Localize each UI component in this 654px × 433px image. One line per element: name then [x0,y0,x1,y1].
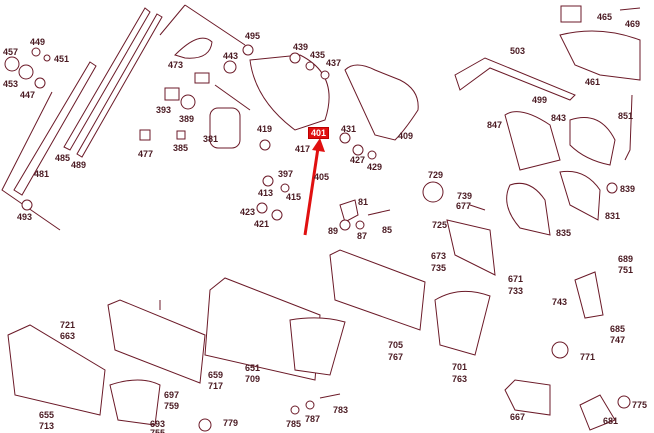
part-label[interactable]: 743 [552,297,568,307]
part-label[interactable]: 721 [60,320,76,330]
part-label[interactable]: 457 [3,47,19,57]
part-label[interactable]: 759 [164,401,180,411]
part-label[interactable]: 717 [208,381,224,391]
part-label[interactable]: 689 [618,254,634,264]
part-label[interactable]: 733 [508,286,524,296]
highlighted-part-label[interactable]: 401 [307,127,330,139]
part-label[interactable]: 787 [305,414,321,424]
part-label[interactable]: 677 [456,201,472,211]
part-label[interactable]: 835 [556,228,572,238]
part-label[interactable]: 659 [208,370,224,380]
part-label[interactable]: 831 [605,211,621,221]
part-label[interactable]: 485 [55,153,71,163]
part-label[interactable]: 843 [551,113,567,123]
part-label[interactable]: 423 [240,207,256,217]
part-label[interactable]: 693 [150,419,166,429]
part-label[interactable]: 783 [333,405,349,415]
part-label[interactable]: 435 [310,50,326,60]
part-label[interactable]: 473 [168,60,184,70]
part-label[interactable]: 469 [625,19,641,29]
part-label[interactable]: 409 [398,131,414,141]
part-label[interactable]: 739 [457,191,473,201]
part-label[interactable]: 747 [610,335,626,345]
part-label[interactable]: 81 [358,197,369,207]
part-label[interactable]: 499 [532,95,548,105]
part-label[interactable]: 417 [295,144,311,154]
part-label[interactable]: 481 [34,169,50,179]
part-label[interactable]: 431 [341,124,357,134]
part-label[interactable]: 385 [173,143,189,153]
part-label[interactable]: 493 [17,212,33,222]
part-label[interactable]: 405 [314,172,330,182]
part-label[interactable]: 763 [452,374,468,384]
part-label[interactable]: 751 [618,265,634,275]
part-label[interactable]: 713 [39,421,55,431]
part-label[interactable]: 685 [610,324,626,334]
part-label[interactable]: 667 [510,412,526,422]
part-label[interactable]: 397 [278,169,294,179]
part-label[interactable]: 85 [382,225,393,235]
part-label[interactable]: 381 [203,134,219,144]
part-label[interactable]: 421 [254,219,270,229]
part-label[interactable]: 89 [328,226,339,236]
part-label[interactable]: 419 [257,124,273,134]
wiper-motor-drawing [139,4,419,231]
part-label[interactable]: 393 [156,105,172,115]
part-label[interactable]: 413 [258,188,274,198]
part-label[interactable]: 429 [367,162,383,172]
part-label[interactable]: 663 [60,331,76,341]
part-label[interactable]: 415 [286,192,302,202]
part-label[interactable]: 697 [164,390,180,400]
part-label[interactable]: 465 [597,12,613,22]
part-label[interactable]: 851 [618,111,634,121]
part-label[interactable]: 451 [54,54,70,64]
part-label[interactable]: 489 [71,160,87,170]
part-label[interactable]: 439 [293,42,309,52]
part-label[interactable]: 477 [138,149,154,159]
part-label[interactable]: 709 [245,374,261,384]
part-label[interactable]: 847 [487,120,503,130]
part-label[interactable]: 779 [223,418,239,428]
part-label[interactable]: 427 [350,155,366,165]
highlight-arrow [303,138,325,236]
wiper-blade-drawing [1,7,163,231]
part-label[interactable]: 755 [150,428,166,433]
part-label[interactable]: 453 [3,79,19,89]
part-label[interactable]: 503 [510,46,526,56]
part-label[interactable]: 673 [431,251,447,261]
part-label[interactable]: 671 [508,274,524,284]
part-label[interactable]: 681 [603,416,619,426]
part-label[interactable]: 775 [632,400,648,410]
part-label[interactable]: 729 [428,170,444,180]
part-label[interactable]: 785 [286,419,302,429]
part-label[interactable]: 437 [326,58,342,68]
part-label[interactable]: 447 [20,90,36,100]
part-label[interactable]: 461 [585,77,601,87]
part-label[interactable]: 771 [580,352,596,362]
part-label[interactable]: 705 [388,340,404,350]
part-label[interactable]: 767 [388,352,404,362]
part-label[interactable]: 735 [431,263,447,273]
part-label[interactable]: 495 [245,31,261,41]
part-label[interactable]: 655 [39,410,55,420]
part-label[interactable]: 701 [452,362,468,372]
headlamp-wiper-drawing [422,5,641,276]
part-label[interactable]: 389 [179,114,195,124]
headlamp-assembly-drawing [7,249,631,432]
part-label[interactable]: 87 [357,231,368,241]
part-label[interactable]: 443 [223,51,239,61]
part-label[interactable]: 725 [432,220,448,230]
part-label[interactable]: 449 [30,37,46,47]
part-label[interactable]: 839 [620,184,636,194]
part-label[interactable]: 651 [245,363,261,373]
